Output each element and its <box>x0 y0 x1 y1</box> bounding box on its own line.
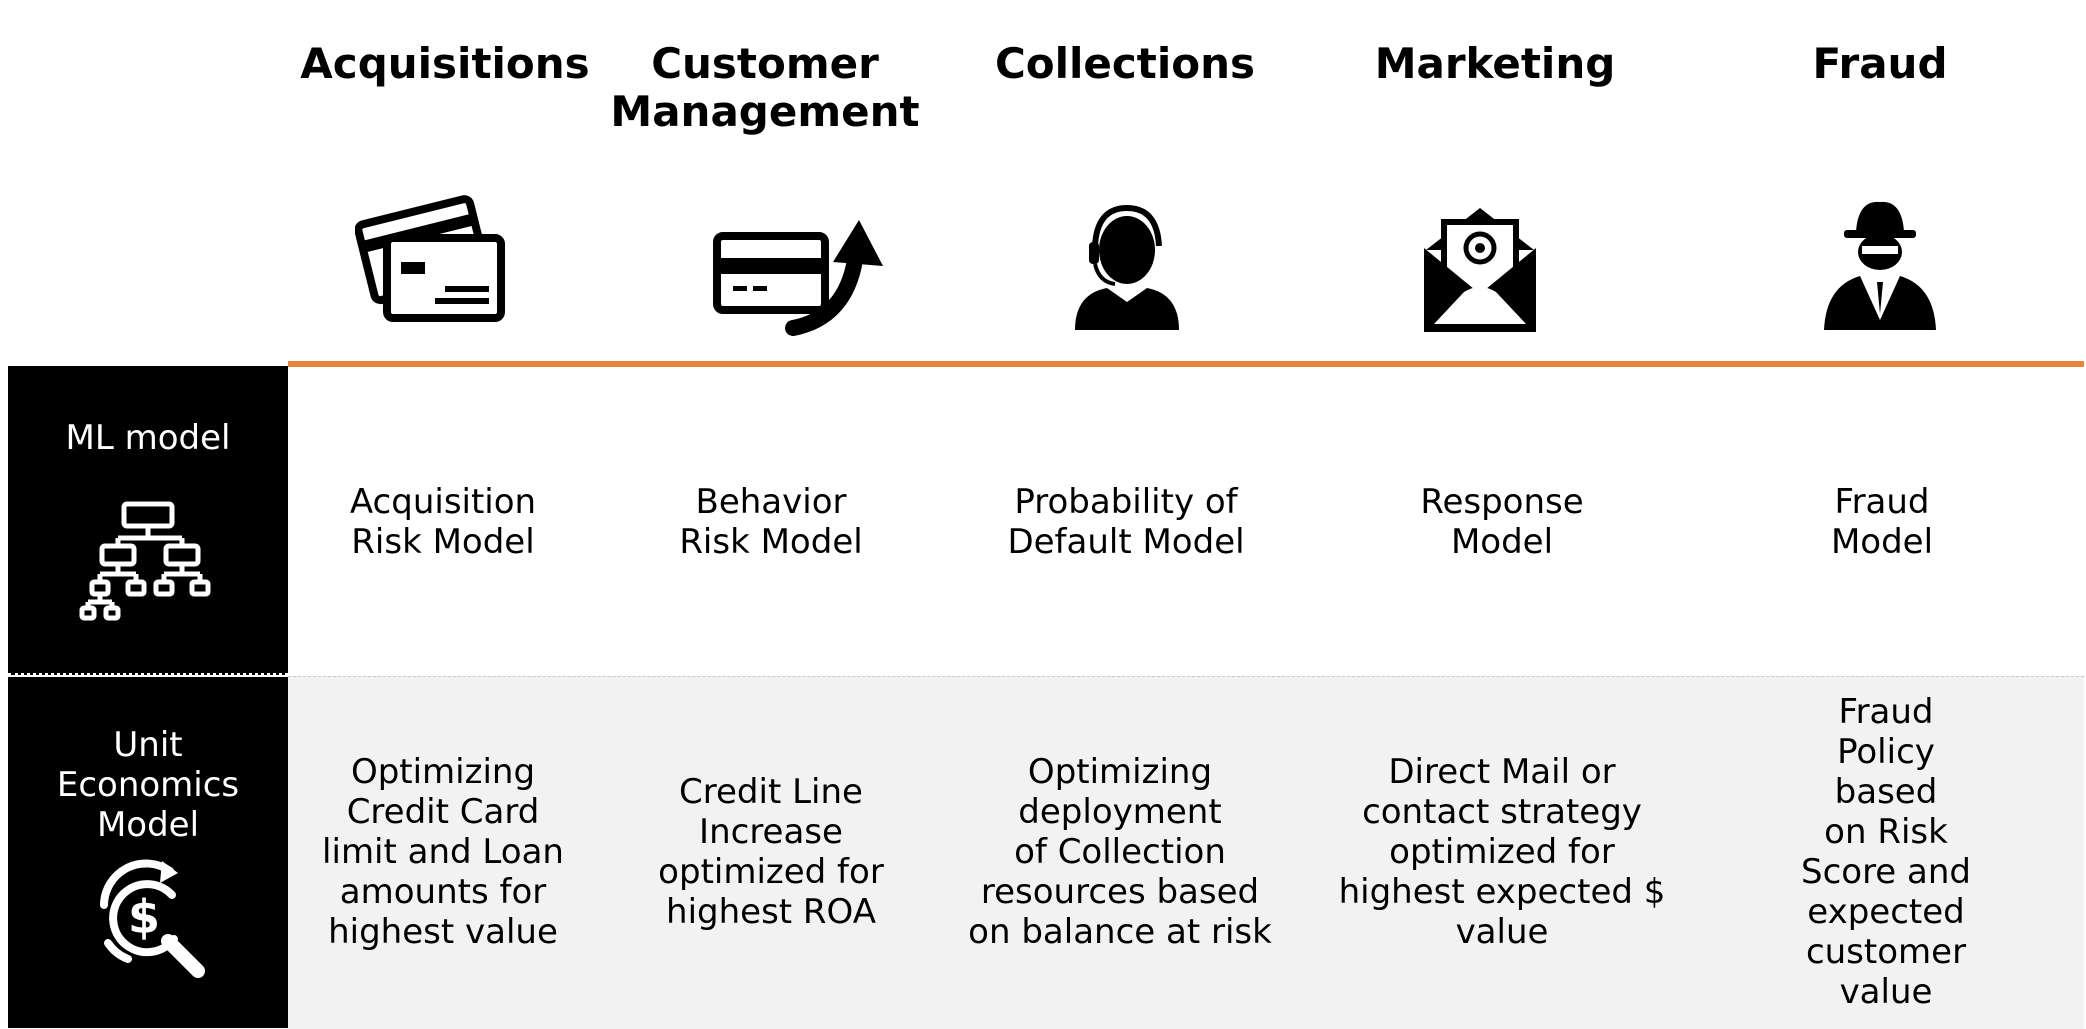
ml-model-side-panel: ML model <box>8 366 288 675</box>
unit-economics-fraud: Fraud Policy based on Risk Score and exp… <box>1801 692 1971 1012</box>
column-header-marketing: Marketing <box>1374 39 1616 88</box>
ml-model-collections: Probability of Default Model <box>1007 482 1245 562</box>
column-header-customer-management: Customer Management <box>610 39 920 136</box>
ml-model-fraud: Fraud Model <box>1830 482 1934 562</box>
unit-economics-customer-management: Credit Line Increase optimized for highe… <box>658 772 884 932</box>
column-header-fraud: Fraud <box>1812 39 1948 88</box>
ml-model-label: ML model <box>65 418 231 458</box>
credit-card-arrow-up-icon <box>705 180 895 350</box>
headset-agent-icon <box>1045 180 1205 350</box>
credit-cards-icon <box>355 180 515 350</box>
unit-economics-acquisitions: Optimizing Credit Card limit and Loan am… <box>322 752 564 952</box>
email-envelope-icon <box>1400 180 1560 350</box>
spy-agent-icon <box>1800 180 1960 350</box>
sidebar-dotted-divider <box>8 673 288 676</box>
unit-economics-label: Unit Economics Model <box>56 725 240 845</box>
ml-model-customer-management: Behavior Risk Model <box>679 482 863 562</box>
dollar-cycle-search-icon: $ <box>86 857 216 987</box>
header-divider-line <box>288 361 2084 367</box>
unit-economics-marketing: Direct Mail or contact strategy optimize… <box>1338 752 1666 952</box>
ml-model-marketing: Response Model <box>1420 482 1584 562</box>
unit-economics-collections: Optimizing deployment of Collection reso… <box>968 752 1272 952</box>
column-header-acquisitions: Acquisitions <box>300 39 590 88</box>
column-header-collections: Collections <box>994 39 1256 88</box>
unit-economics-row <box>288 676 2084 1029</box>
ml-model-acquisitions: Acquisition Risk Model <box>349 482 537 562</box>
svg-text:$: $ <box>128 890 160 944</box>
hierarchy-tree-icon <box>78 496 218 636</box>
ml-model-row <box>288 367 2084 674</box>
unit-economics-side-panel: Unit Economics Model $ <box>8 677 288 1028</box>
